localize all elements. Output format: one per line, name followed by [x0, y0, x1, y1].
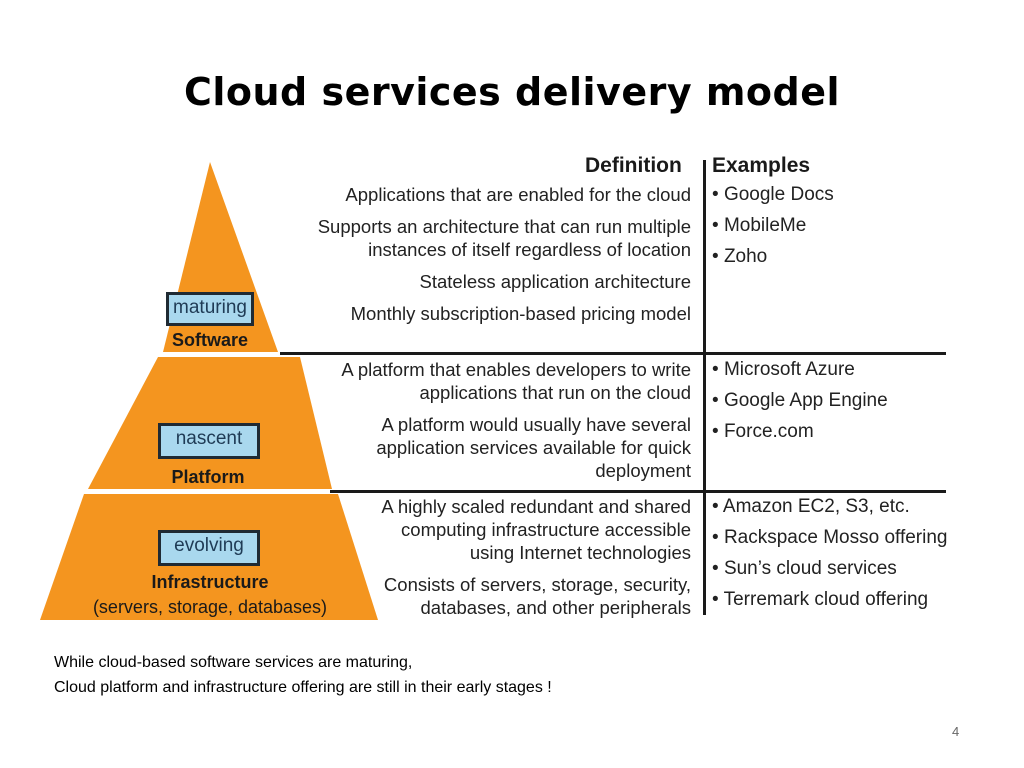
definition-item: Stateless application architecture	[419, 271, 691, 292]
caption-line-1: While cloud-based software services are …	[54, 654, 413, 671]
examples-infrastructure: Amazon EC2, S3, etc. Rackspace Mosso off…	[712, 495, 948, 619]
examples-platform: Microsoft Azure Google App Engine Force.…	[712, 358, 888, 451]
page-number: 4	[952, 724, 960, 739]
column-divider	[703, 160, 706, 615]
definition-item: Consists of servers, storage, security, …	[383, 574, 691, 618]
definition-item: Applications that are enabled for the cl…	[345, 184, 691, 205]
stage-badge-infrastructure: evolving	[158, 530, 260, 566]
examples-header: Examples	[712, 154, 811, 177]
definition-item: Monthly subscription-based pricing model	[350, 303, 691, 324]
stage-badge-software: maturing	[166, 292, 254, 326]
slide-title: Cloud services delivery model	[183, 70, 841, 114]
example-item: Sun’s cloud services	[712, 557, 947, 580]
example-item: Terremark cloud offering	[712, 588, 947, 611]
definition-item: A highly scaled redundant and shared com…	[381, 496, 691, 563]
row-divider-software-platform	[280, 352, 946, 355]
example-item: Zoho	[712, 245, 834, 268]
example-item: Google Docs	[712, 183, 834, 206]
example-item: Rackspace Mosso offering	[712, 526, 948, 549]
example-item: Force.com	[712, 420, 888, 443]
slide-caption: While cloud-based software services are …	[54, 650, 552, 700]
definition-item: Supports an architecture that can run mu…	[317, 216, 691, 260]
definition-header: Definition	[585, 154, 682, 177]
layer-name-software: Software	[171, 330, 249, 350]
caption-line-2: Cloud platform and infrastructure offeri…	[54, 679, 552, 696]
example-item: MobileMe	[712, 214, 834, 237]
definitions-infrastructure: A highly scaled redundant and shared com…	[381, 495, 691, 628]
definitions-platform: A platform that enables developers to wr…	[341, 358, 691, 491]
definitions-software: Applications that are enabled for the cl…	[318, 183, 691, 334]
layer-subtitle-infrastructure: (servers, storage, databases)	[92, 597, 328, 617]
examples-software: Google Docs MobileMe Zoho	[712, 183, 834, 276]
layer-name-platform: Platform	[171, 467, 245, 487]
row-divider-platform-infrastructure	[330, 490, 946, 493]
layer-name-infrastructure: Infrastructure	[151, 572, 269, 592]
example-item: Google App Engine	[712, 389, 888, 412]
example-item: Amazon EC2, S3, etc.	[712, 495, 947, 518]
definition-item: A platform that enables developers to wr…	[341, 359, 691, 403]
definition-item: A platform would usually have several ap…	[376, 414, 691, 481]
example-item: Microsoft Azure	[712, 358, 888, 381]
stage-badge-platform: nascent	[158, 423, 260, 459]
